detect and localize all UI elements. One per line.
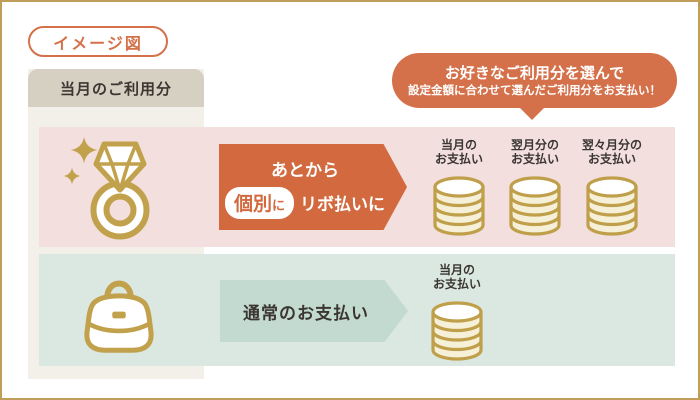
payment-column-normal-current-month: 当月の お支払い: [407, 263, 507, 366]
coin-stack-icon: [509, 176, 561, 236]
payment-label: 当月の お支払い: [432, 263, 481, 291]
normal-arrow-label: 通常のお支払い: [243, 303, 369, 324]
coin-stack: [429, 300, 485, 366]
revolving-arrow-line2-rest: リボ払いに: [300, 195, 386, 215]
kobetsu-pill-suffix: に: [272, 198, 286, 214]
coin-stack: [507, 175, 563, 241]
coin-stack-icon: [431, 301, 483, 361]
revolving-arrow: あとから 個別 に リボ払いに: [219, 144, 407, 230]
coin-stack-icon: [586, 176, 638, 236]
diamond-ring-icon: [64, 132, 156, 246]
payment-column-month-after-next: 翌々月分の お支払い: [562, 138, 662, 241]
normal-arrow: 通常のお支払い: [220, 280, 408, 342]
handbag-icon: [82, 273, 156, 361]
revolving-arrow-line1: あとから: [271, 160, 339, 181]
speech-bubble-tail: [518, 106, 546, 120]
payment-label: 翌々月分の お支払い: [581, 138, 642, 166]
payment-column-next-month: 翌月分の お支払い: [485, 138, 585, 241]
coin-stack: [584, 175, 640, 241]
payment-column-current-month: 当月の お支払い: [409, 138, 509, 241]
image-label-badge: イメージ図: [28, 26, 168, 57]
payment-label: 翌月分の お支払い: [510, 138, 559, 166]
current-month-usage-header: 当月のご利用分: [28, 69, 204, 107]
bubble-line1: お好きなご利用分を選んで: [444, 63, 625, 82]
kobetsu-pill: 個別 に: [224, 186, 295, 219]
coin-stack-icon: [433, 176, 485, 236]
coin-stack: [431, 175, 487, 241]
bubble-line2: 設定金額に合わせて選んだご利用分をお支払い！: [408, 83, 661, 98]
image-label-text: イメージ図: [53, 33, 143, 53]
current-month-usage-label: 当月のご利用分: [59, 79, 172, 98]
kobetsu-pill-main: 個別: [233, 192, 272, 215]
revolving-arrow-line2: 個別 に リボ払いに: [224, 186, 386, 219]
promo-speech-bubble: お好きなご利用分を選んで 設定金額に合わせて選んだご利用分をお支払い！: [392, 53, 677, 108]
payment-label: 当月の お支払い: [434, 138, 483, 166]
